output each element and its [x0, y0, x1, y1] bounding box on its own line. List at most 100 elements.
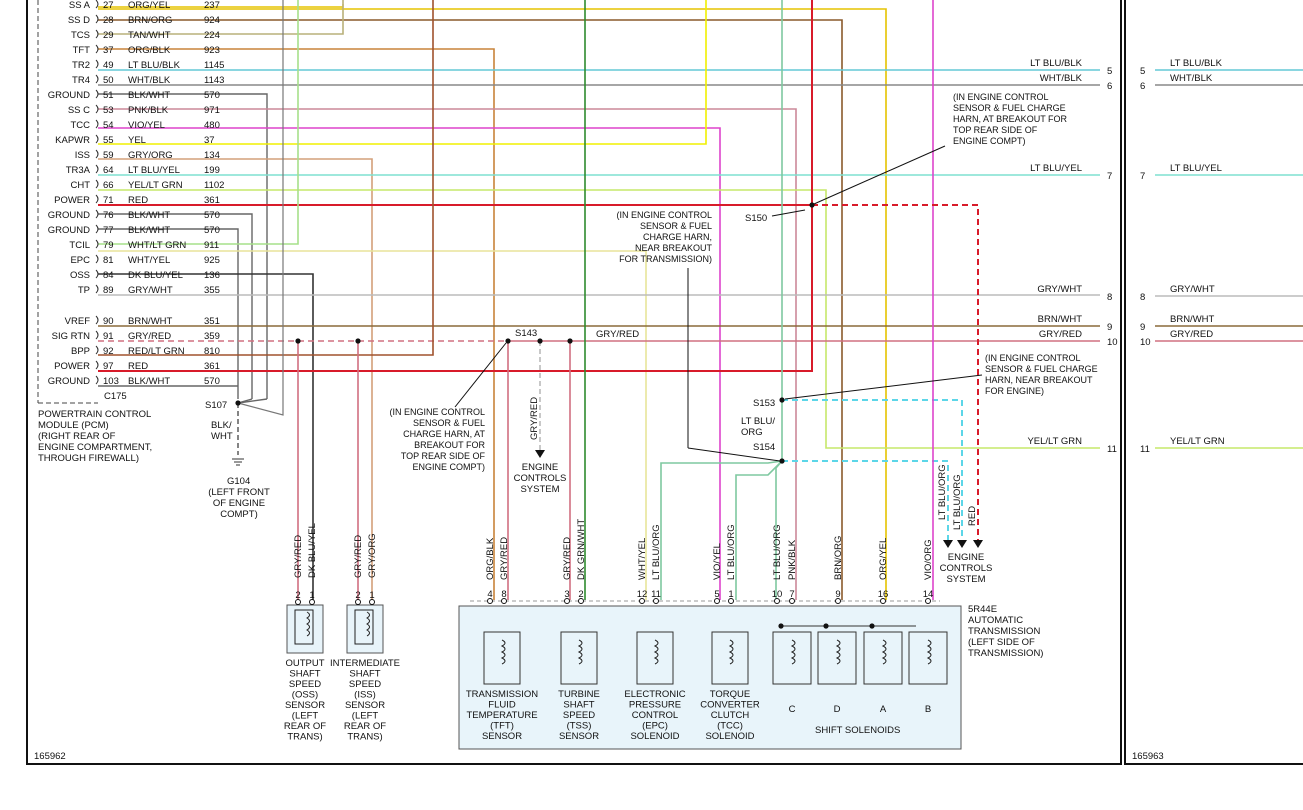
pcm-pin-name: SS D: [68, 15, 90, 26]
sensor-body: [286, 604, 324, 654]
trans-terminal: [639, 598, 645, 604]
pcm-pin-name: TCIL: [69, 240, 90, 251]
sensor-caption: REAR OF: [284, 721, 326, 732]
wire-iss: [98, 158, 373, 600]
sensor-caption: REAR OF: [344, 721, 386, 732]
splice-s150-dot: [809, 202, 815, 208]
note-s154: SENSOR & FUEL: [640, 221, 712, 231]
right-panel-label: LT BLU/YEL: [1170, 163, 1222, 174]
wire-tcil: [98, 0, 299, 245]
pcm-pin-color: RED: [128, 361, 148, 372]
trans-wire-label: GRY/RED: [499, 537, 510, 580]
pcm-pin-number: 92: [103, 346, 114, 357]
thermistor-icon: [500, 639, 506, 665]
wire-tcc: [98, 127, 721, 600]
pcm-pin-number: 89: [103, 285, 114, 296]
pcm-connector-box: [37, 0, 98, 404]
trans-pin: 5: [714, 589, 719, 600]
pcm-pin-terminal: [95, 284, 99, 294]
pcm-pin-color: GRY/ORG: [128, 150, 173, 161]
pcm-pin-name: TR3A: [66, 165, 91, 176]
pcm-pin-circuit: 237: [204, 0, 220, 11]
splice-dot: [823, 623, 829, 629]
pcm-pin-number: 66: [103, 180, 114, 191]
note-s154: NEAR BREAKOUT: [635, 243, 713, 253]
trans-wire-label: VIO/YEL: [712, 543, 723, 580]
trans-wire-label: LT BLU/ORG: [651, 524, 662, 580]
splice-s154: S154: [753, 442, 775, 453]
pcm-pin-number: 54: [103, 120, 114, 131]
coil-icon: [306, 611, 310, 637]
shift-letter: B: [925, 704, 931, 715]
pcm-pin-circuit: 355: [204, 285, 220, 296]
pcm-pin-color: DK BLU/YEL: [128, 270, 183, 281]
note-s143: ENGINE COMPT): [412, 462, 485, 472]
g104-caption: COMPT): [220, 509, 257, 520]
splice-dot: [355, 338, 361, 344]
coil-icon: [653, 639, 659, 665]
pcm-pin-number: 103: [103, 376, 119, 387]
trans-terminal: [880, 598, 886, 604]
shift-letter: D: [834, 704, 841, 715]
pcm-pin-color: WHT/BLK: [128, 75, 171, 86]
shift-letter: A: [880, 704, 887, 715]
trans-wire-label: VIO/ORG: [923, 539, 934, 580]
tft-sensor-caption: TEMPERATURE: [466, 710, 537, 721]
right-panel-number: 7: [1140, 171, 1145, 182]
note-s150: ENGINE COMPT): [953, 136, 1026, 146]
pcm-pin-circuit: 361: [204, 361, 220, 372]
trans-pin: 8: [501, 589, 506, 600]
pcm-pin-color: BLK/WHT: [128, 225, 170, 236]
right-wire-label: LT BLU/YEL: [1030, 163, 1082, 174]
terminal: [295, 599, 301, 605]
pcm-pin-circuit: 570: [204, 225, 220, 236]
pcm-pin-circuit: 37: [204, 135, 215, 146]
pcm-pin-terminal: [95, 14, 99, 24]
left-diagram-id: 165962: [34, 751, 66, 762]
tft-sensor-caption: TRANSMISSION: [466, 689, 538, 700]
tcc-solenoid-caption: TORQUE: [710, 689, 750, 700]
trans-wire-label: WHT/YEL: [637, 538, 648, 580]
wire-ss-d: [98, 19, 843, 600]
tcc-solenoid-caption: (TCC): [717, 721, 743, 732]
g104-caption: (LEFT FRONT: [208, 487, 270, 498]
pcm-pin-terminal: [95, 239, 99, 249]
pcm-pin-terminal: [95, 119, 99, 129]
tcc-solenoid-caption: CONVERTER: [700, 700, 760, 711]
splice-dot: [869, 623, 875, 629]
pcm-pin-color: LT BLU/YEL: [128, 165, 180, 176]
g104-caption: OF ENGINE: [213, 498, 265, 509]
splice-dot: [567, 338, 573, 344]
pcm-pin-number: 50: [103, 75, 114, 86]
pcm-pin-circuit: 361: [204, 195, 220, 206]
pcm-pin-terminal: [95, 254, 99, 264]
splice-dot: [537, 338, 543, 344]
pcm-pin-number: 53: [103, 105, 114, 116]
leader-line: [687, 447, 781, 462]
note-s153: FOR ENGINE): [985, 386, 1044, 396]
transmission-title: (LEFT SIDE OF: [968, 637, 1035, 648]
wire-layer: [98, 0, 1303, 627]
wire-ground-return: [237, 0, 284, 416]
pcm-pin-name: CHT: [70, 180, 90, 191]
pcm-connector-label: C175: [104, 391, 127, 402]
pcm-caption: (RIGHT REAR OF: [38, 431, 116, 442]
tss-sensor-caption: SHAFT: [563, 700, 594, 711]
pcm-pin-color: VIO/YEL: [128, 120, 165, 131]
right-wire-number: 10: [1107, 337, 1118, 348]
pcm-caption: MODULE (PCM): [38, 420, 109, 431]
right-wire-label: GRY/WHT: [1037, 284, 1082, 295]
pcm-pin-number: 64: [103, 165, 114, 176]
pcm-caption: POWERTRAIN CONTROL: [38, 409, 151, 420]
lt-blu-org-vertical: LT BLU/ORG: [937, 464, 948, 520]
trans-pin: 3: [564, 589, 569, 600]
lt-blu-org-label: LT BLU/: [741, 416, 775, 427]
pcm-pin-number: 97: [103, 361, 114, 372]
sensor-caption: TRANS): [347, 732, 382, 743]
trans-terminal: [501, 598, 507, 604]
arrow-engine: [535, 450, 545, 458]
coil-icon: [728, 639, 734, 665]
right-panel-number: 11: [1140, 444, 1150, 455]
tft-sensor-caption: (TFT): [490, 721, 514, 732]
pcm-pin-terminal: [95, 74, 99, 84]
